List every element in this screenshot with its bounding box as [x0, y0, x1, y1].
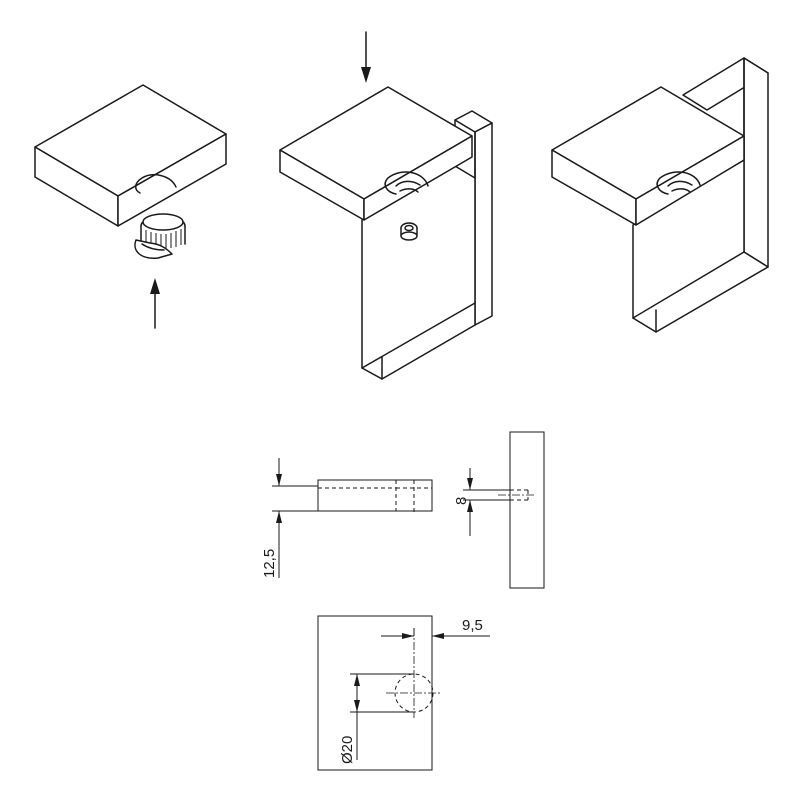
cam-fitting-icon [134, 213, 186, 259]
assembled-fitting-icon [656, 171, 701, 195]
panel-right-face [117, 133, 227, 227]
bore-hole [135, 174, 177, 194]
side-panel-side-view [509, 431, 545, 589]
thickness-dimension: 12,5 [261, 458, 318, 578]
edge-offset-dimension: 9,5 [381, 617, 490, 639]
bore-diameter-dimension-label: Ø20 [339, 736, 356, 764]
edge-offset-dimension-label: 9,5 [462, 617, 483, 634]
shelf-right-face [363, 135, 473, 221]
side-panel-right-face [474, 122, 493, 326]
seated-fitting-icon [384, 171, 429, 195]
assembled-side-panel-right [743, 57, 769, 268]
connector-bolt-icon [400, 222, 418, 241]
assembled-shelf-right [635, 135, 745, 226]
bore-depth-dimension: 8 [453, 468, 510, 536]
step-2-attach-panel [279, 31, 493, 380]
step-3-assembled [551, 57, 769, 333]
panel-side-view [317, 479, 433, 512]
bore-depth-dimension-label: 8 [453, 497, 470, 505]
down-arrow-icon [361, 67, 371, 83]
thickness-dimension-label: 12,5 [261, 549, 278, 578]
side-view-drawings: 12,5 8 [261, 431, 545, 589]
step-1-insert-fitting [34, 84, 227, 329]
top-view-drawing: 9,5 Ø20 [317, 615, 490, 771]
bore-diameter-dimension: Ø20 [339, 673, 414, 764]
up-arrow-icon [150, 278, 160, 294]
